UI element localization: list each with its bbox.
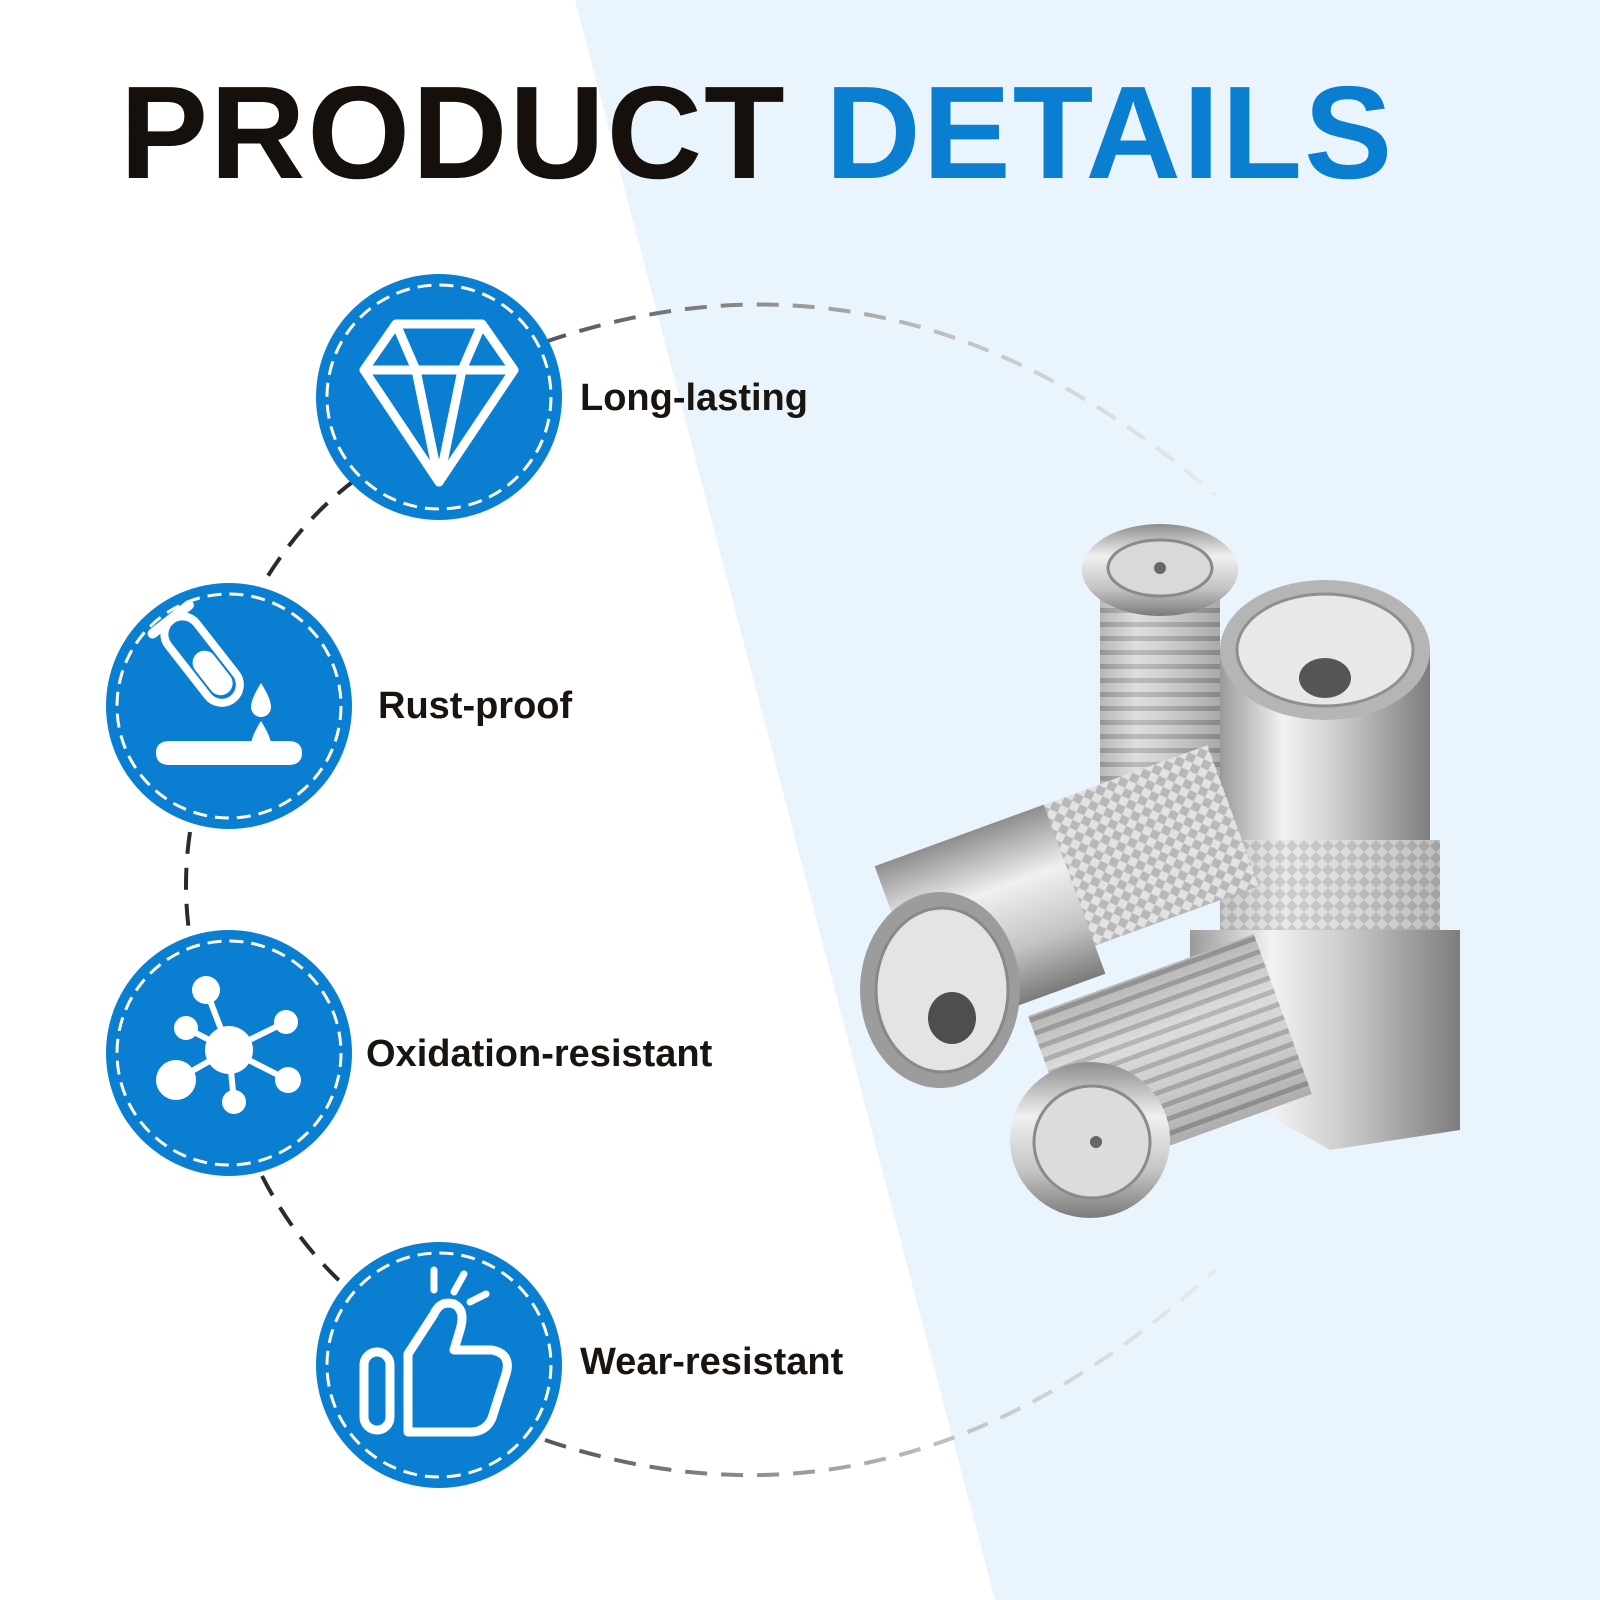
coax-adapter-product-image — [860, 524, 1460, 1218]
molecule-icon — [106, 930, 352, 1176]
page-title: PRODUCT DETAILS — [120, 58, 1394, 208]
test-tube-drop-icon — [106, 583, 352, 829]
feature-label-wear-resistant: Wear-resistant — [580, 1341, 844, 1383]
title-word-details: DETAILS — [825, 59, 1395, 206]
feature-label-rust-proof: Rust-proof — [378, 685, 573, 727]
title-word-product: PRODUCT — [120, 59, 787, 206]
feature-label-oxidation-resistant: Oxidation-resistant — [366, 1033, 713, 1075]
diamond-icon — [316, 274, 562, 520]
thumbs-up-icon — [316, 1242, 562, 1488]
feature-label-long-lasting: Long-lasting — [580, 377, 808, 419]
